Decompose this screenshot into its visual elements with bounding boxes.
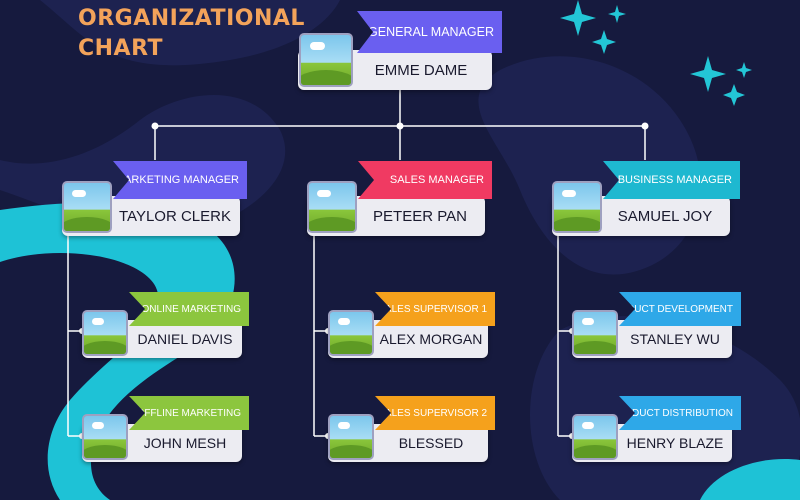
connector-dot [151, 122, 159, 130]
sparkle-icon [690, 56, 752, 106]
role-ribbon: ONLINE MARKETING [129, 292, 249, 326]
avatar [307, 181, 357, 233]
avatar [572, 310, 618, 356]
person-name: JOHN MESH [143, 435, 227, 451]
person-name: DANIEL DAVIS [137, 331, 233, 347]
role-ribbon: BUSINESS MANAGER [603, 161, 740, 199]
avatar [572, 414, 618, 460]
avatar [82, 414, 128, 460]
role-ribbon: GENERAL MANAGER [357, 11, 502, 53]
title-line-1: ORGANIZATIONAL [78, 6, 305, 31]
person-name: BLESSED [398, 435, 464, 451]
avatar [62, 181, 112, 233]
person-name: HENRY BLAZE [626, 435, 724, 451]
person-name: PETEER PAN [373, 207, 467, 225]
person-name: ALEX MORGAN [379, 331, 483, 347]
role-ribbon: OFFLINE MARKETING [129, 396, 249, 430]
avatar [552, 181, 602, 233]
person-name: EMME DAME [374, 61, 468, 79]
role-ribbon: PRODUCT DEVELOPMENT [619, 292, 741, 326]
avatar [82, 310, 128, 356]
page-title: ORGANIZATIONAL CHART [78, 4, 305, 64]
person-name: TAYLOR CLERK [119, 207, 231, 225]
role-ribbon: MARKETING MANAGER [113, 161, 247, 199]
person-name: SAMUEL JOY [617, 207, 713, 225]
cyan-swoosh [700, 459, 800, 500]
avatar [328, 310, 374, 356]
role-ribbon: SALES SUPERVISOR 1 [375, 292, 495, 326]
avatar [299, 33, 353, 87]
role-ribbon: PRODUCT DISTRIBUTION [619, 396, 741, 430]
avatar [328, 414, 374, 460]
connector-dot [396, 122, 404, 130]
sparkle-icon [560, 0, 626, 54]
background-blob [0, 0, 340, 66]
connector-dot [641, 122, 649, 130]
role-ribbon: SALES SUPERVISOR 2 [375, 396, 495, 430]
person-name: STANLEY WU [630, 331, 720, 347]
title-line-2: CHART [78, 36, 164, 61]
cyan-swoosh [0, 202, 235, 500]
role-ribbon: SALES MANAGER [358, 161, 492, 199]
